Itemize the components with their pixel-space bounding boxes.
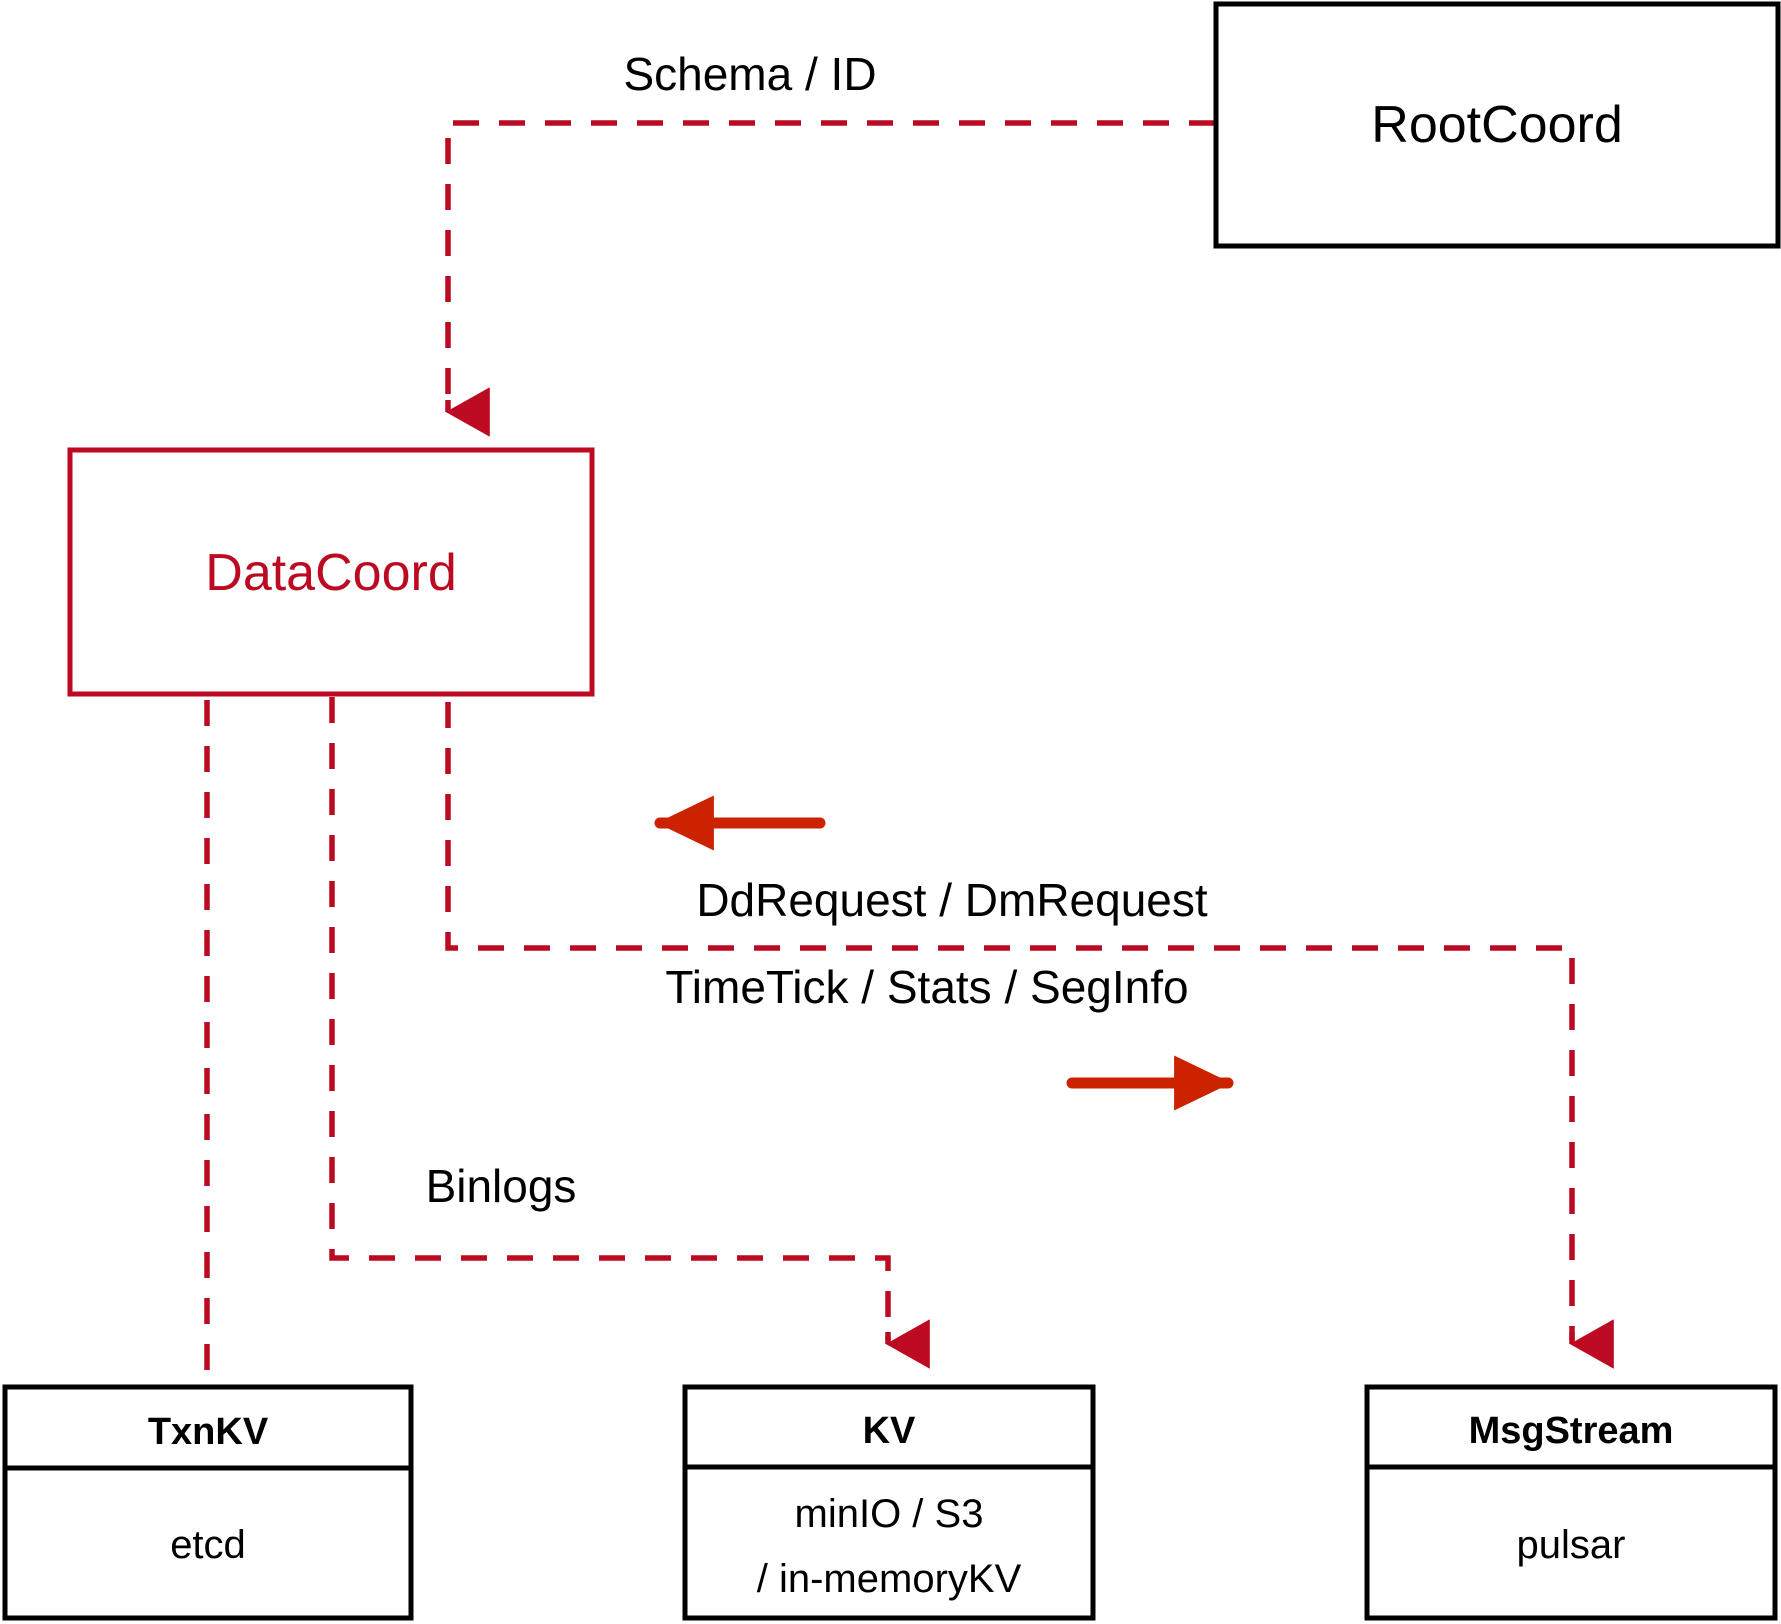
edge-binlogs-path <box>329 697 891 1340</box>
node-txnkv-rect[interactable] <box>2 1384 414 1621</box>
edge-schema-id <box>445 120 1215 437</box>
node-msgstream-rect[interactable] <box>1364 1384 1778 1621</box>
edge-schema-id-path <box>445 120 1215 410</box>
node-kv-header: KV <box>863 1410 916 1452</box>
node-msgstream[interactable]: MsgStream pulsar <box>1364 1384 1778 1621</box>
node-kv[interactable]: KV minIO / S3 / in-memoryKV <box>682 1384 1096 1621</box>
node-datacoord[interactable]: DataCoord <box>67 447 595 697</box>
node-kv-sub-line1: minIO / S3 <box>795 1492 984 1536</box>
edge-label-schema-id: Schema / ID <box>623 48 876 100</box>
edge-label-timetick-stats-seginfo: TimeTick / Stats / SegInfo <box>665 961 1188 1013</box>
node-datacoord-rect[interactable] <box>67 447 595 697</box>
node-kv-sub-line2: / in-memoryKV <box>757 1557 1022 1601</box>
node-rootcoord[interactable]: RootCoord <box>1213 1 1781 249</box>
node-datacoord-label: DataCoord <box>205 544 456 602</box>
node-rootcoord-rect[interactable] <box>1213 1 1781 249</box>
node-rootcoord-label: RootCoord <box>1371 96 1622 154</box>
node-msgstream-header: MsgStream <box>1469 1410 1674 1452</box>
node-txnkv[interactable]: TxnKV etcd <box>2 1384 414 1621</box>
edge-label-binlogs: Binlogs <box>426 1160 577 1212</box>
node-txnkv-header: TxnKV <box>148 1411 269 1453</box>
node-txnkv-sub: etcd <box>170 1523 246 1567</box>
edge-datacoord-kv-binlogs <box>329 697 930 1369</box>
edge-msgstream-datacoord-path <box>445 610 1575 1340</box>
node-kv-rect[interactable] <box>682 1384 1096 1621</box>
edge-label-dd-dm-request: DdRequest / DmRequest <box>696 874 1208 926</box>
node-msgstream-sub: pulsar <box>1517 1523 1626 1567</box>
